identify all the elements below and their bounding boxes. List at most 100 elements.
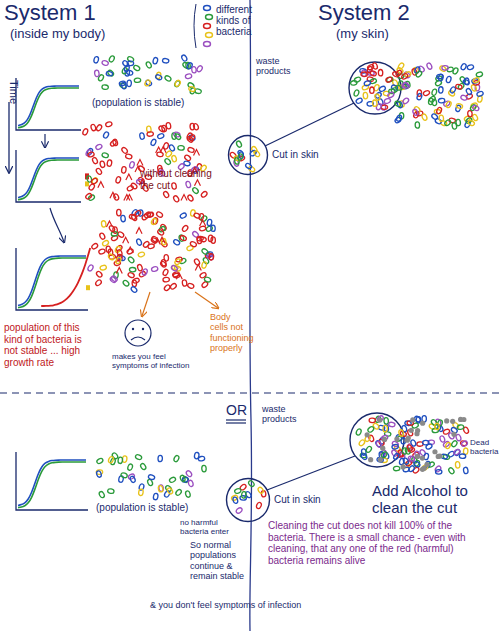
bacterium [193, 212, 201, 219]
sad-face [125, 320, 151, 346]
annotation-text: no harmful bacteria enter [180, 518, 242, 536]
bacterium [378, 85, 386, 92]
growth-curve [41, 248, 90, 306]
bacteria-cluster [355, 415, 403, 463]
bacterium [461, 440, 469, 447]
bacteria-cluster [93, 54, 203, 94]
sequence-arrow [44, 134, 45, 147]
bacterium [361, 70, 366, 77]
bacteria-cluster [392, 62, 484, 129]
bacterium [416, 93, 422, 101]
bacterium [171, 182, 177, 189]
bacterium [193, 123, 200, 131]
bacteria-cluster [96, 452, 206, 500]
bacteria-cluster [392, 415, 470, 474]
division-mark [127, 247, 133, 253]
legend-bracket [194, 4, 196, 48]
bacterium [134, 78, 141, 83]
bacterium [163, 277, 170, 282]
skin-zoom-circle [349, 62, 401, 114]
bacterium [174, 133, 182, 140]
dividing-bacteria [106, 220, 205, 279]
bacterium [413, 460, 421, 467]
dead-bacterium [436, 454, 441, 459]
bacterium [95, 124, 102, 132]
bacterium [187, 283, 195, 290]
dead-bacterium [444, 418, 449, 423]
bacterium [108, 55, 115, 63]
bacterium [92, 157, 99, 165]
system-subheading: (my skin) [336, 27, 389, 42]
bacterium [129, 161, 135, 168]
bacterium [135, 454, 143, 460]
division-mark [181, 195, 187, 201]
bacterium [175, 489, 183, 497]
bacterium [103, 131, 110, 139]
dead-bacterium [406, 435, 411, 440]
bacterium [163, 191, 170, 199]
bacterium [181, 225, 188, 233]
bacterium [402, 97, 410, 105]
bacterium [463, 467, 468, 474]
growth-curve [18, 256, 86, 305]
dead-bacteria [365, 417, 388, 462]
annotation-text: population of this kind of bacteria is n… [4, 322, 98, 368]
bacterium [439, 435, 445, 443]
bacterium [87, 152, 94, 158]
bacteria-cluster [231, 480, 266, 514]
bacterium [185, 73, 192, 79]
bacterium [442, 66, 449, 71]
bacterium [455, 461, 460, 468]
bacterium [146, 212, 153, 217]
bacterium [392, 444, 399, 450]
zoom-line [267, 456, 355, 490]
bacterium [141, 213, 149, 221]
bacterium [165, 150, 173, 158]
bacterium [188, 480, 194, 487]
bacterium [201, 261, 207, 268]
annotation-text: Add Alcohol to clean the cut [372, 482, 497, 517]
bacterium [101, 220, 106, 227]
bacterium [431, 89, 437, 96]
bacterium [94, 70, 99, 77]
bacterium [202, 465, 207, 472]
growth-chart [16, 150, 89, 202]
bacterium [378, 69, 383, 75]
face-eye [132, 328, 134, 330]
growth-chart [16, 452, 88, 510]
bacterium [188, 86, 195, 92]
annotation-text: without cleaning the cut [140, 168, 212, 191]
bacterium [178, 145, 185, 150]
bacterium [127, 272, 135, 279]
bacterium [472, 77, 480, 84]
bacterium [428, 98, 433, 105]
bacterium [476, 91, 484, 97]
bacterium [369, 70, 377, 77]
bacterium [387, 91, 395, 98]
bacterium [415, 122, 420, 129]
bacterium [156, 211, 164, 218]
bacterium [193, 258, 200, 266]
bacterium [444, 119, 452, 126]
bacterium [121, 147, 129, 155]
dead-bacterium [415, 454, 420, 459]
bacterium [184, 154, 192, 161]
bacterium [95, 279, 103, 287]
dead-bacterium [420, 455, 425, 460]
growth-curve [18, 160, 79, 200]
bacterium [459, 454, 466, 459]
bacterium [384, 98, 392, 105]
bacterium [360, 453, 368, 461]
bacterium [134, 210, 142, 218]
bacterium [462, 79, 470, 86]
dead-bacterium [382, 437, 387, 442]
bacterium [350, 80, 357, 85]
sequence-arrow [50, 208, 64, 242]
bacterium [173, 455, 180, 463]
bacterium [174, 80, 181, 88]
division-mark [194, 180, 200, 186]
bacterium [137, 264, 143, 271]
growth-curve [18, 88, 79, 128]
bacterium [129, 267, 136, 272]
bacterium [191, 66, 196, 73]
